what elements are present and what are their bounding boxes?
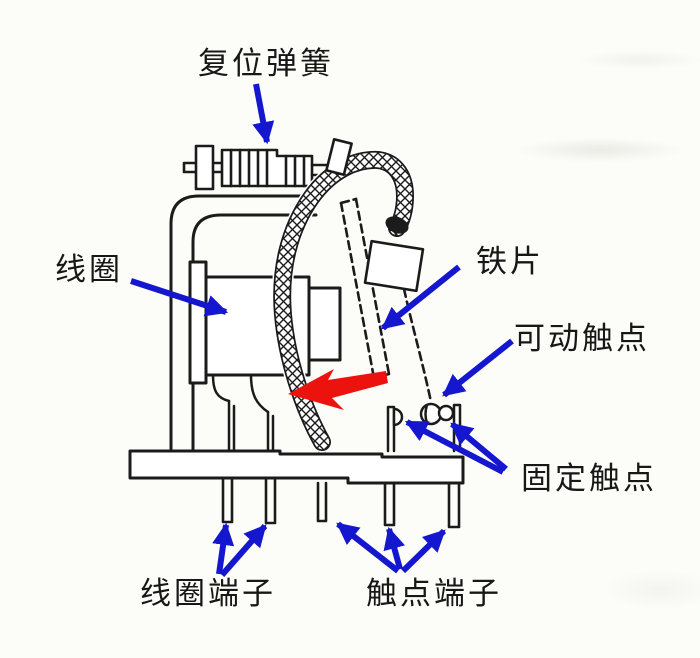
coil-post-2 <box>266 410 275 453</box>
label-arrows <box>130 83 514 577</box>
coil-core <box>307 286 342 362</box>
iron-piece-left-edge <box>339 201 376 380</box>
label-movable-contact: 可动触点 <box>514 321 650 356</box>
label-contact-terminals: 触点端子 <box>366 576 502 611</box>
fixed-contact-arrow-2-icon <box>450 421 508 472</box>
coil-drawing <box>188 260 342 385</box>
coil-post-1 <box>227 399 236 453</box>
coil-terminal-arrow-2-icon <box>219 524 268 577</box>
coil-flange <box>188 260 208 385</box>
label-coil-terminals: 线圈端子 <box>140 576 276 611</box>
braid-weave <box>274 152 413 450</box>
armature-top-tab <box>325 137 353 177</box>
coil-pin-1 <box>221 476 234 524</box>
fixed-contact-arrow-1-icon <box>405 419 505 475</box>
red-action-arrow-icon <box>288 369 388 410</box>
contact-terminal-arrow-2-icon <box>383 526 406 570</box>
coil-arrow-icon <box>130 278 229 317</box>
armature-fittings <box>325 137 425 293</box>
yoke-inner-line <box>191 213 318 453</box>
spring-screw-head <box>194 144 215 191</box>
base-drawing <box>128 449 465 485</box>
coil-pin-2 <box>264 476 277 525</box>
contact-pin-1 <box>316 481 328 523</box>
iron-piece-caps <box>339 197 391 380</box>
base-slab <box>128 449 465 485</box>
movable-contact-arrow-icon <box>442 338 514 398</box>
coil-terminal-arrow-1-icon <box>212 522 235 575</box>
spring-coil-bars <box>229 148 306 188</box>
labels: 复位弹簧 线圈 铁片 可动触点 固定触点 线圈端子 触点端子 <box>55 46 657 611</box>
contact-terminal-arrow-3-icon <box>400 528 447 574</box>
frame-yoke-drawing <box>169 194 318 453</box>
braided-wire-drawing <box>271 149 416 453</box>
label-fixed-contact: 固定触点 <box>521 461 657 496</box>
label-reset-spring: 复位弹簧 <box>198 46 334 81</box>
label-coil: 线圈 <box>55 252 123 287</box>
contact-pin-3 <box>447 481 461 529</box>
fixed-contact-left <box>392 407 404 427</box>
coil-wire-1 <box>211 373 231 403</box>
reset-spring-arrow-icon <box>252 83 275 145</box>
yoke-outer-line <box>169 194 318 453</box>
fixed-contact-right <box>437 404 455 422</box>
contact-terminal-arrow-1-icon <box>336 521 400 574</box>
iron-piece-arrow-icon <box>381 264 461 331</box>
label-iron-piece: 铁片 <box>476 244 544 279</box>
iron-piece-right-edge <box>354 197 391 376</box>
movable-contact-leaf <box>402 287 433 404</box>
contact-pin-2 <box>383 481 396 527</box>
reset-spring-drawing <box>182 144 333 191</box>
pivot-dot <box>385 216 409 234</box>
armature-weight-block <box>363 239 425 293</box>
terminal-pins <box>221 476 461 529</box>
coil-wire-2 <box>249 373 270 414</box>
